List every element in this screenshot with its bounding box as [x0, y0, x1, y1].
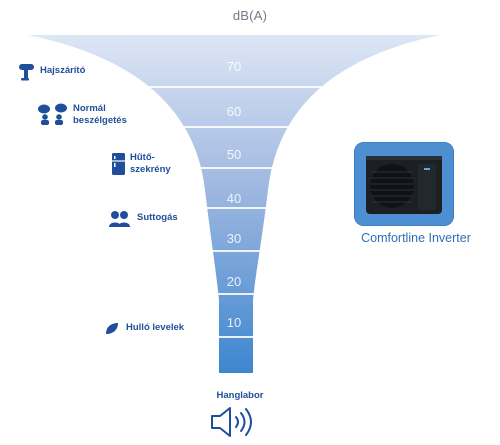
- speaker-icon: [211, 407, 252, 437]
- source-fridge: Hűtő- szekrény: [111, 152, 171, 176]
- source-label: Hulló levelek: [126, 322, 185, 333]
- source-whispering: Suttogás: [108, 210, 178, 227]
- product-label: Comfortline Inverter: [361, 231, 471, 245]
- source-label: Hajszárító: [40, 65, 86, 76]
- scale-label-30: 30: [227, 231, 241, 246]
- source-label: Normál beszélgetés: [73, 103, 127, 127]
- source-label-line1: Hűtő-: [130, 152, 155, 163]
- fridge-icon: [112, 153, 125, 175]
- product-image: [354, 142, 454, 226]
- scale-label-20: 20: [227, 274, 241, 289]
- leaf-icon: [106, 323, 118, 334]
- sound-lab-label: Hanglabor: [216, 390, 264, 401]
- unit-label: dB(A): [232, 8, 268, 23]
- source-label: Hűtő- szekrény: [130, 152, 171, 176]
- source-label-line2: szekrény: [130, 164, 171, 175]
- scale-label-60: 60: [227, 104, 241, 119]
- scale-dividers: [140, 86, 328, 338]
- source-label-line2: beszélgetés: [73, 115, 127, 126]
- source-label: Suttogás: [137, 212, 178, 223]
- people-talking-icon: [38, 103, 67, 125]
- funnel-shape: [28, 35, 440, 373]
- hair-dryer-icon: [19, 64, 34, 81]
- scale-label-70: 70: [227, 59, 241, 74]
- scale-label-10: 10: [227, 315, 241, 330]
- scale-label-40: 40: [227, 191, 241, 206]
- source-leaves: Hulló levelek: [104, 321, 184, 335]
- source-hair-dryer: Hajszárító: [18, 62, 85, 82]
- source-label-line1: Normál: [73, 103, 106, 114]
- heat-pump-icon: [366, 156, 442, 214]
- whispering-icon: [109, 211, 130, 227]
- scale-label-50: 50: [227, 147, 241, 162]
- source-conversation: Normál beszélgetés: [37, 103, 127, 127]
